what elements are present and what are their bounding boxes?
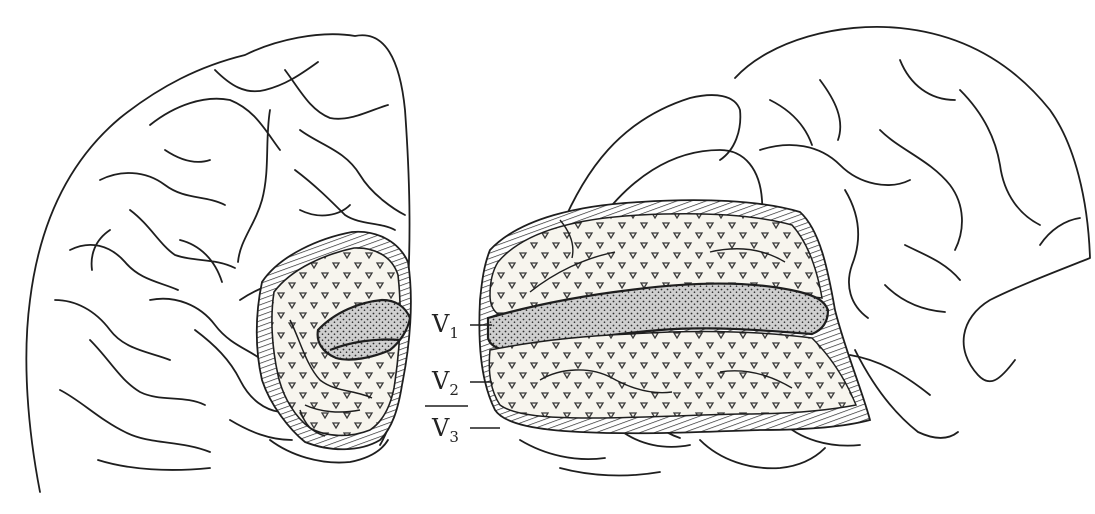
- right-v2-lower: [489, 331, 856, 418]
- svg-text:V2: V2: [431, 367, 459, 399]
- svg-text:V3: V3: [431, 414, 459, 446]
- svg-text:V1: V1: [431, 310, 459, 342]
- label-v3: V3: [431, 414, 500, 446]
- left-visual-areas: [257, 232, 411, 450]
- right-visual-areas: [479, 200, 870, 433]
